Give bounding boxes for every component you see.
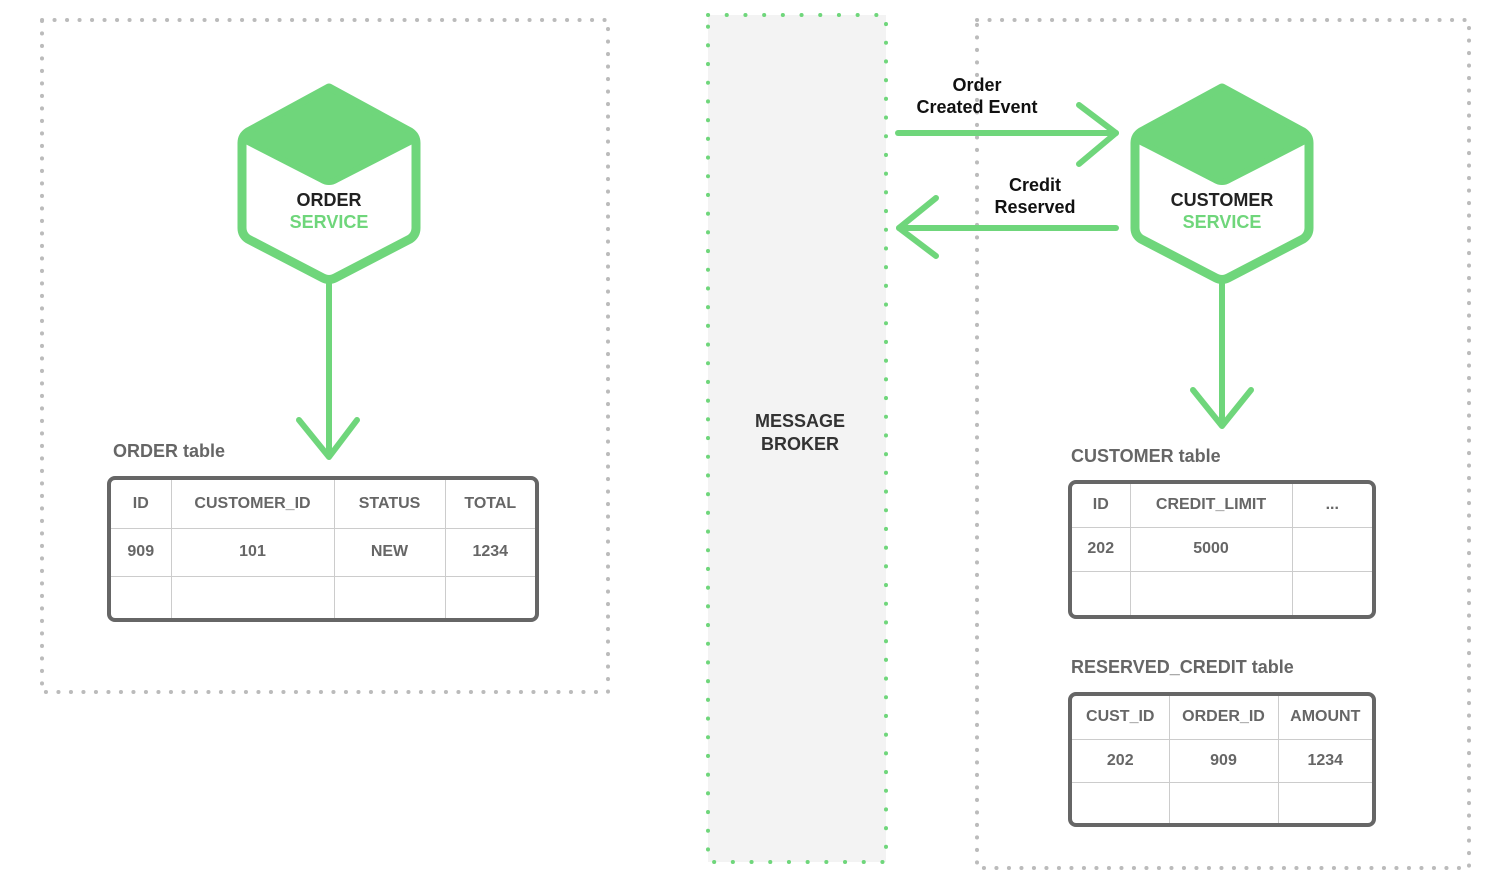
order-service-title-line1: ORDER <box>296 190 362 210</box>
table-cell: 1234 <box>1277 738 1372 783</box>
table-cell: 202 <box>1072 526 1131 572</box>
table-cell <box>444 575 535 618</box>
table-header-cell: AMOUNT <box>1277 696 1372 740</box>
table-header-cell: ORDER_ID <box>1168 696 1279 740</box>
table-header-row: ID CUSTOMER_ID STATUS TOTAL <box>111 480 535 529</box>
order-service-hexagon-icon <box>237 83 421 284</box>
table-header-row: CUST_ID ORDER_ID AMOUNT <box>1072 696 1372 740</box>
table-header-cell: ... <box>1291 484 1372 528</box>
table-header-cell: CREDIT_LIMIT <box>1129 484 1293 528</box>
message-broker-label-line2: BROKER <box>760 434 839 454</box>
reserved-credit-table-caption: RESERVED_CREDIT table <box>1071 657 1294 677</box>
customer-table: ID CREDIT_LIMIT ... 202 5000 <box>1068 480 1376 619</box>
order-service-boundary <box>40 18 610 694</box>
customer-service-title-line2: SERVICE <box>1182 212 1262 232</box>
table-row: 202 909 1234 <box>1072 738 1372 783</box>
message-broker-label: MESSAGE BROKER <box>710 410 890 456</box>
table-cell <box>1129 570 1293 615</box>
table-cell <box>170 575 335 618</box>
table-cell <box>1291 570 1372 615</box>
table-row: 909 101 NEW 1234 <box>111 527 535 577</box>
credit-reserved-arrow-icon <box>896 195 1119 259</box>
table-cell: 5000 <box>1129 526 1293 572</box>
table-header-cell: CUSTOMER_ID <box>170 480 335 529</box>
table-header-row: ID CREDIT_LIMIT ... <box>1072 484 1372 528</box>
customer-to-table-arrow-icon <box>1190 279 1254 429</box>
order-created-event-label-line1: Order <box>952 75 1002 95</box>
customer-service-title: CUSTOMER SERVICE <box>1122 189 1322 233</box>
table-cell: 909 <box>1168 738 1279 783</box>
credit-reserved-label-line2: Reserved <box>994 197 1076 217</box>
table-cell: 1234 <box>444 527 535 577</box>
table-row <box>1072 781 1372 823</box>
order-created-event-arrow-icon <box>895 102 1119 167</box>
reserved-credit-table: CUST_ID ORDER_ID AMOUNT 202 909 1234 <box>1068 692 1376 827</box>
table-header-cell: TOTAL <box>444 480 535 529</box>
order-service-title-line2: SERVICE <box>289 212 369 232</box>
table-header-cell: ID <box>111 480 172 529</box>
table-row: 202 5000 <box>1072 526 1372 572</box>
table-header-cell: ID <box>1072 484 1131 528</box>
credit-reserved-label: Credit Reserved <box>975 174 1095 218</box>
credit-reserved-label-line1: Credit <box>1008 175 1061 195</box>
order-service-title: ORDER SERVICE <box>229 189 429 233</box>
table-cell: 202 <box>1072 738 1170 783</box>
order-created-event-label-line2: Created Event <box>916 97 1038 117</box>
table-cell: 909 <box>111 527 172 577</box>
order-table-caption: ORDER table <box>113 441 226 461</box>
table-cell <box>333 575 446 618</box>
table-cell <box>1277 781 1372 823</box>
customer-service-title-line1: CUSTOMER <box>1170 190 1274 210</box>
order-table: ID CUSTOMER_ID STATUS TOTAL 909 101 NEW … <box>107 476 539 622</box>
table-cell <box>1072 781 1170 823</box>
table-cell: NEW <box>333 527 446 577</box>
customer-service-boundary <box>975 18 1471 870</box>
message-broker-label-line1: MESSAGE <box>754 411 846 431</box>
customer-table-caption: CUSTOMER table <box>1071 446 1221 466</box>
order-created-event-label: Order Created Event <box>897 74 1057 118</box>
customer-service-hexagon-icon <box>1130 83 1314 284</box>
table-row <box>1072 570 1372 615</box>
table-cell: 101 <box>170 527 335 577</box>
table-cell <box>111 575 172 618</box>
table-header-cell: CUST_ID <box>1072 696 1170 740</box>
order-to-table-arrow-icon <box>296 279 360 460</box>
table-cell <box>1291 526 1372 572</box>
table-cell <box>1072 570 1131 615</box>
table-header-cell: STATUS <box>333 480 446 529</box>
table-row <box>111 575 535 618</box>
table-cell <box>1168 781 1279 823</box>
message-broker-box <box>706 13 888 864</box>
